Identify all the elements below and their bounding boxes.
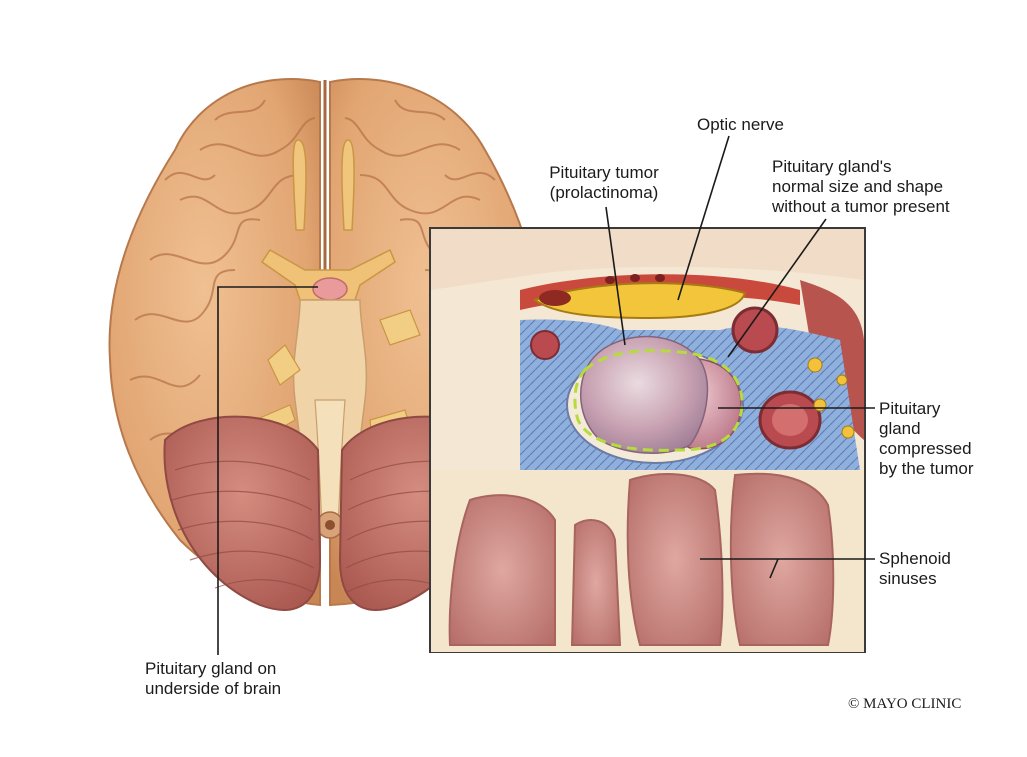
normal-gland-line1: Pituitary gland's [772, 157, 892, 176]
compressed-gland-line1: Pituitary [879, 399, 941, 418]
pituitary-gland-underside [312, 277, 348, 301]
sinuses-line2: sinuses [879, 569, 937, 588]
underside-line1: Pituitary gland on [145, 659, 277, 678]
normal-gland-line2: normal size and shape [772, 177, 944, 196]
tumor-label: Pituitary tumor (prolactinoma) [537, 163, 671, 203]
normal-gland-outline [573, 349, 744, 452]
tumor-label-line2: (prolactinoma) [549, 183, 659, 202]
compressed-gland-line3: compressed [879, 439, 972, 458]
underside-line2: underside of brain [145, 679, 282, 698]
sinuses-line1: Sphenoid [879, 549, 951, 568]
compressed-gland-line2: gland [879, 419, 921, 438]
tumor-label-line1: Pituitary tumor [549, 163, 659, 182]
leader-lines [217, 135, 875, 655]
cross-section-inset [429, 227, 866, 653]
normal-gland-line3: without a tumor present [772, 197, 950, 216]
underside-label: Pituitary gland on underside of brain [145, 659, 281, 699]
normal-gland-label: Pituitary gland's normal size and shape … [772, 157, 950, 217]
compressed-gland-line4: by the tumor [879, 459, 974, 478]
optic-nerve-section [532, 282, 747, 320]
compressed-gland-label: Pituitary gland compressed by the tumor [879, 399, 974, 479]
optic-nerve-label: Optic nerve [697, 115, 784, 135]
optic-nerve-text: Optic nerve [697, 115, 784, 134]
sinuses-label: Sphenoid sinuses [879, 549, 951, 589]
optic-chiasm [260, 248, 396, 301]
copyright-notice: © MAYO CLINIC [848, 696, 962, 712]
pituitary-tumor [579, 335, 709, 454]
olfactory-tracts [292, 139, 355, 231]
